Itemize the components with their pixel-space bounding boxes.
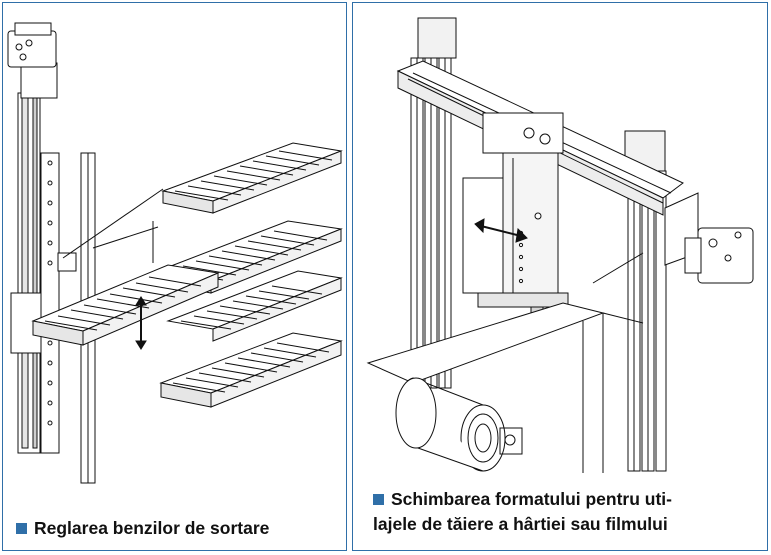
right-caption-text-1: Schimbarea formatului pentru uti-	[391, 489, 672, 509]
left-panel: Reglarea benzilor de sortare	[2, 2, 347, 551]
bullet-square-icon	[16, 523, 27, 534]
bullet-square-icon	[373, 494, 384, 505]
left-caption-text: Reglarea benzilor de sortare	[34, 518, 270, 538]
sorting-conveyor-illustration	[3, 3, 347, 508]
right-caption-line-1: Schimbarea formatului pentru uti-	[373, 487, 672, 512]
right-caption: Schimbarea formatului pentru uti- lajele…	[373, 487, 672, 537]
right-caption-line-2: lajele de tăiere a hârtiei sau filmului	[373, 514, 668, 534]
cutting-station-illustration	[353, 3, 768, 478]
right-panel: Schimbarea formatului pentru uti- lajele…	[352, 2, 768, 551]
left-caption: Reglarea benzilor de sortare	[16, 516, 269, 541]
